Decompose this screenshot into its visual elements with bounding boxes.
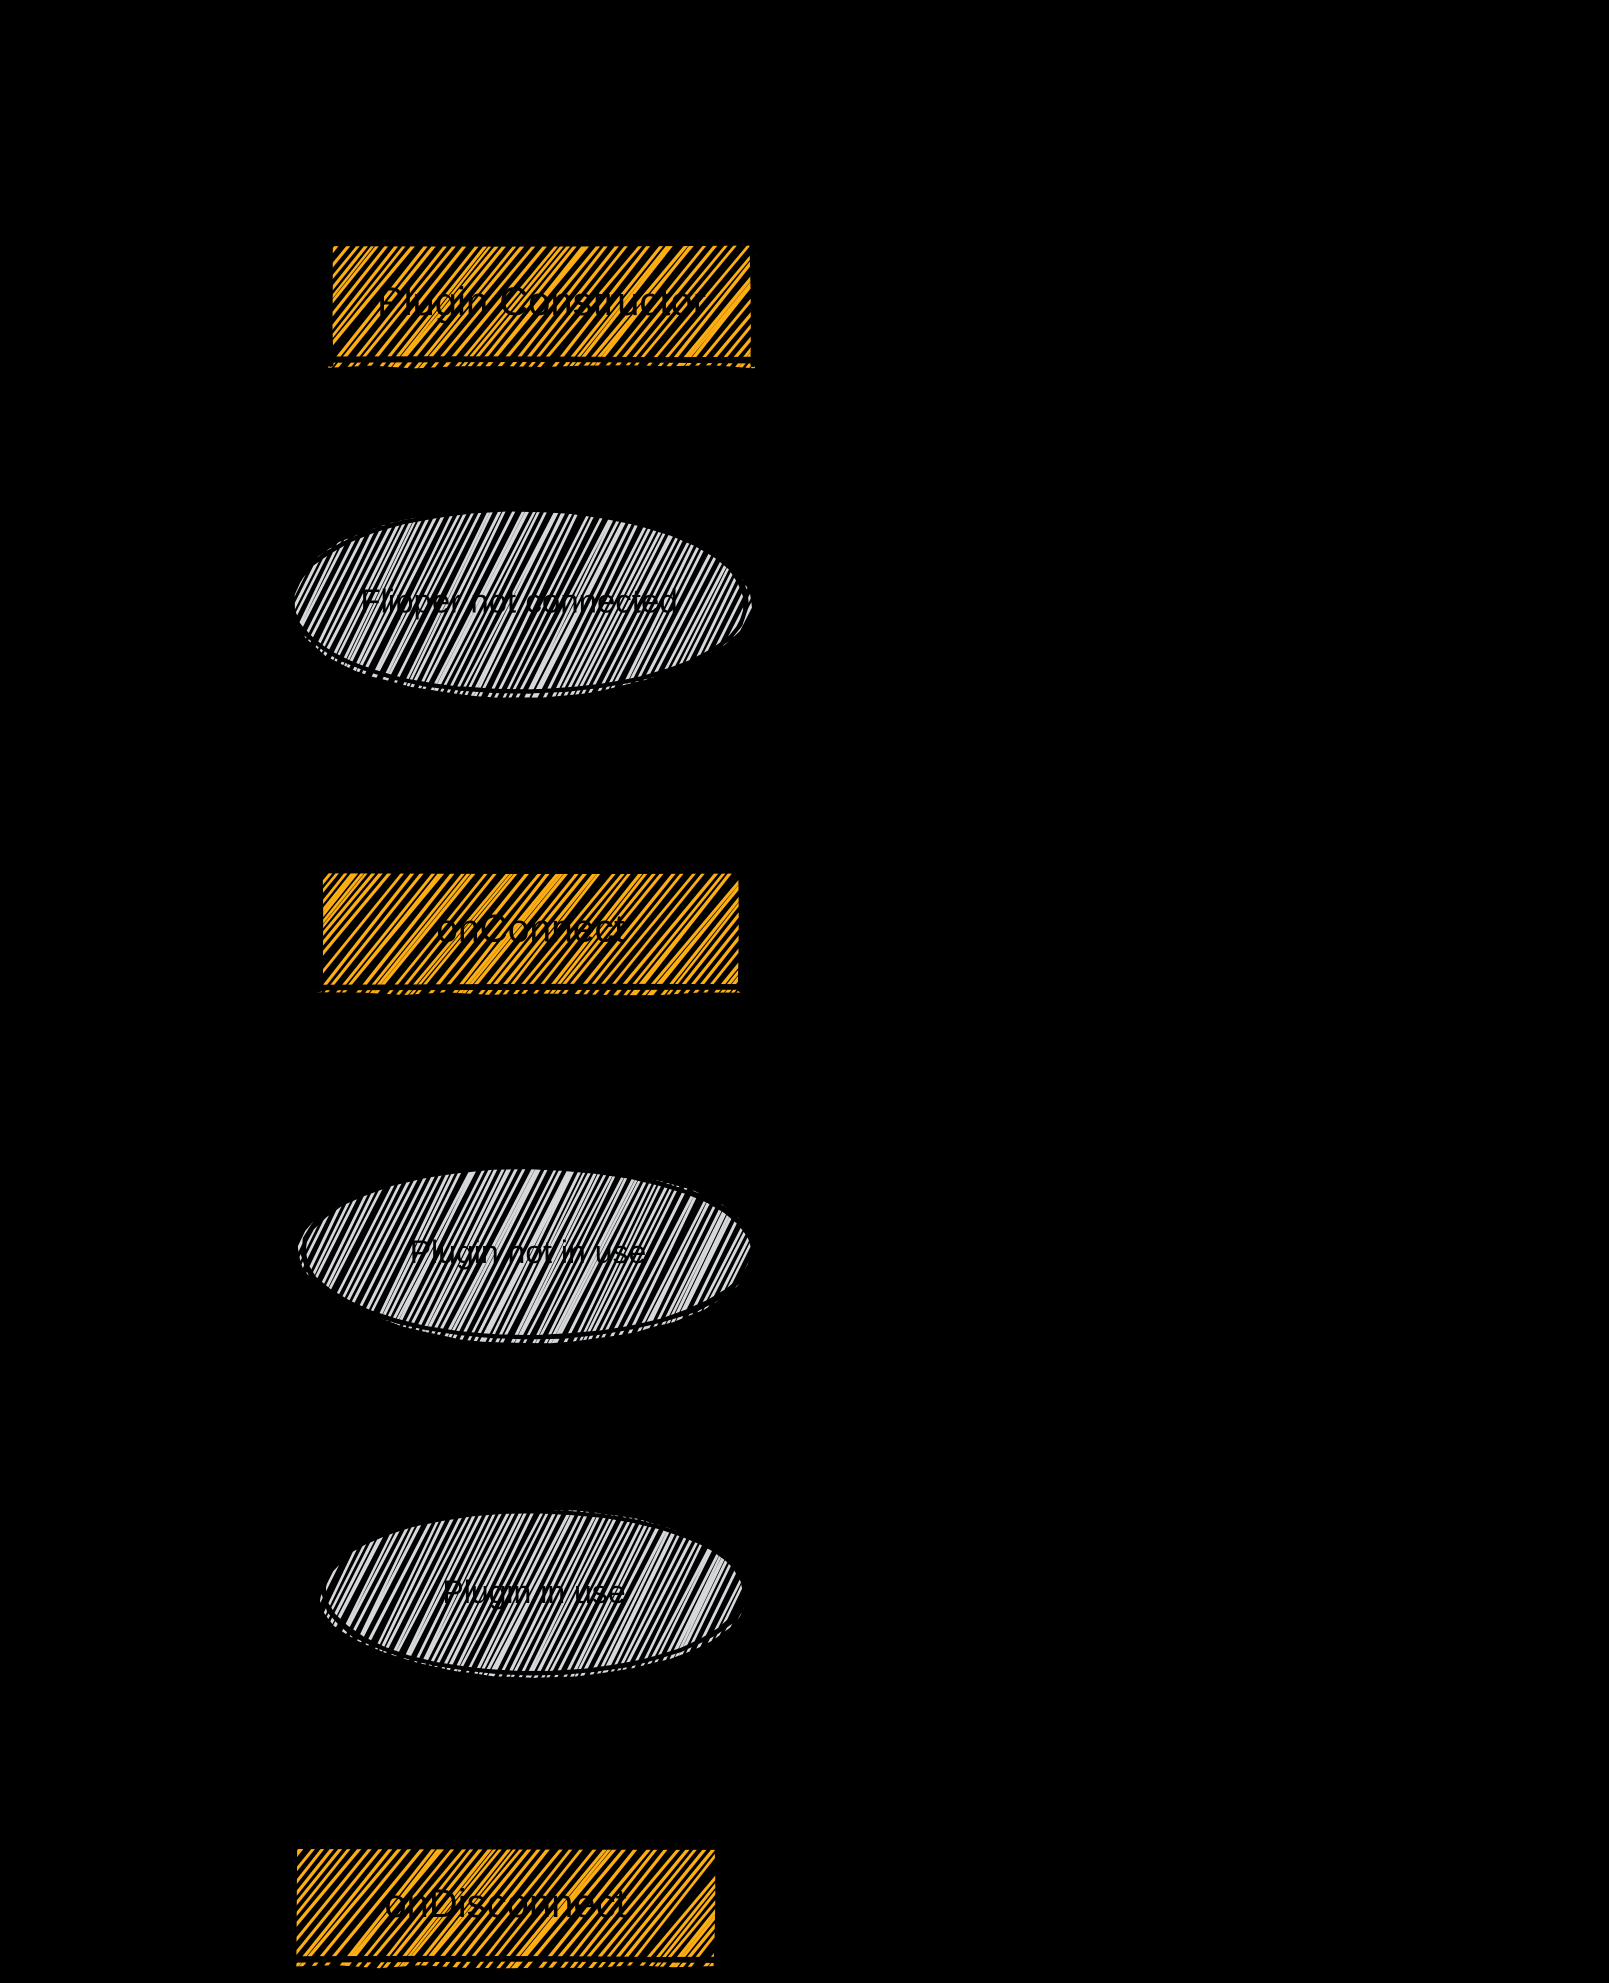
rect-hachure-fill (327, 242, 756, 369)
node-plugin-not-in-use (297, 1165, 756, 1344)
ellipse-sketch-outline (321, 1509, 747, 1676)
rect-sketch-outline (285, 1838, 725, 1969)
ellipse-sketch-outline (300, 1165, 756, 1340)
rect-sketch-outline (310, 862, 750, 993)
node-plugin-constructor (323, 233, 761, 369)
rect-hachure-fill (291, 1846, 720, 1969)
rect-sketch-outline (323, 233, 761, 368)
node-plugin-in-use (320, 1509, 747, 1678)
node-on-connect (310, 862, 750, 996)
ellipse-sketch-outline (289, 507, 749, 694)
rect-hachure-fill (317, 870, 744, 996)
node-on-disconnect (285, 1838, 725, 1969)
ellipse-hachure-fill (320, 1510, 746, 1678)
ellipse-hachure-fill (297, 1166, 752, 1344)
